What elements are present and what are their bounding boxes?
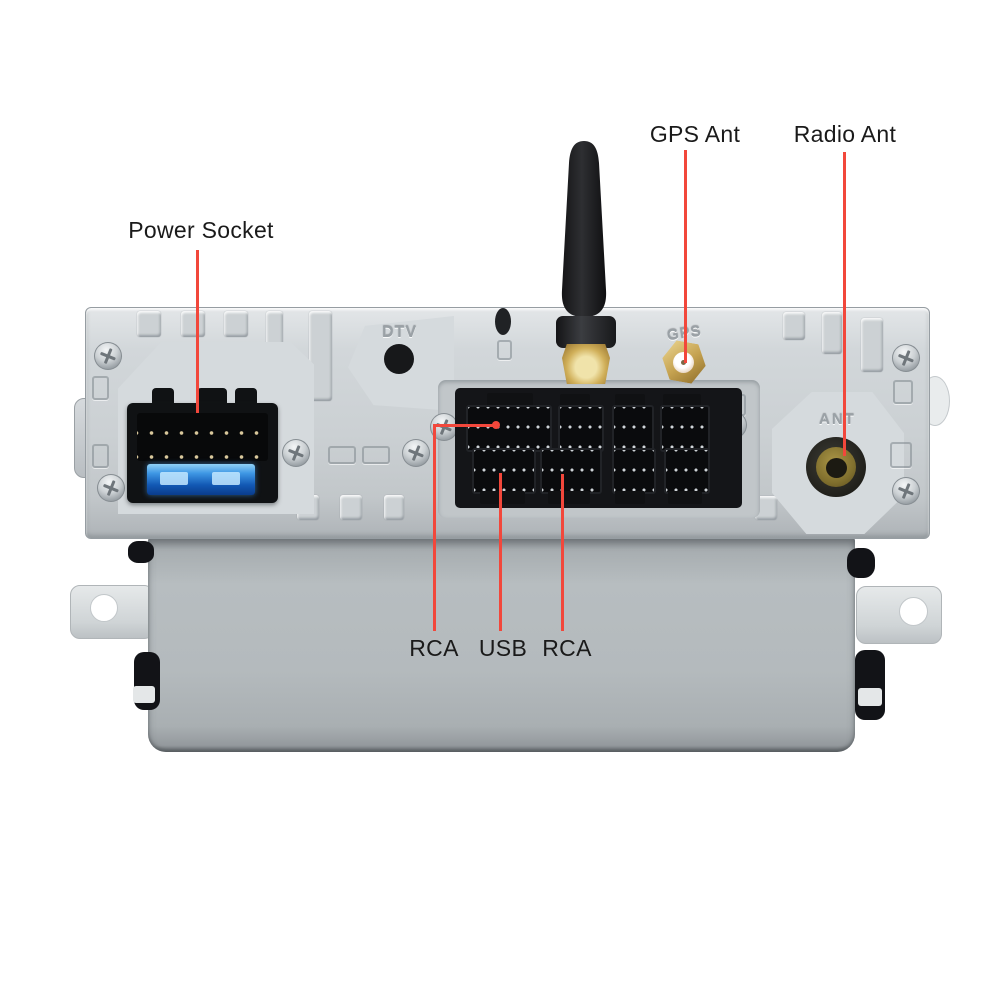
harness-connector-bottom-1 (472, 448, 536, 494)
connector-tab (668, 491, 702, 504)
vent-emboss (224, 311, 248, 337)
label-rca-left: RCA (409, 635, 459, 661)
harness-connector-block (455, 388, 742, 508)
antenna-collar (556, 316, 616, 348)
embossed-car-icon (362, 446, 390, 464)
harness-connector-top-2 (558, 405, 604, 452)
callout-line-gps-ant (684, 150, 687, 363)
dtv-marking: DTV (382, 324, 417, 341)
wifi-antenna (561, 141, 607, 317)
vent-emboss (783, 312, 805, 340)
fuse-holder-blue (147, 464, 255, 495)
vent-emboss (181, 311, 205, 337)
dtv-hole (384, 344, 414, 374)
chassis-tab-right (858, 688, 882, 706)
gps-sma-center (673, 352, 694, 373)
connector-tab (615, 491, 645, 504)
connector-tab (548, 491, 590, 504)
vent-emboss (309, 311, 332, 401)
power-socket-tab (235, 388, 257, 406)
connector-tab (480, 491, 525, 504)
vent-emboss (384, 495, 404, 520)
mounting-ear-left-hole (90, 594, 118, 622)
connector-tab (663, 394, 701, 406)
embossed-plug-icon (92, 444, 109, 468)
label-power-socket: Power Socket (128, 217, 274, 243)
harness-connector-bottom-4 (664, 448, 710, 494)
harness-connector-bottom-3 (612, 448, 656, 494)
harness-connector-top-4 (660, 405, 710, 452)
embossed-car-icon (328, 446, 356, 464)
chassis-clip-top-right (847, 548, 875, 578)
embossed-key-icon (893, 380, 913, 404)
callout-dot-rca-left (492, 421, 500, 429)
vent-emboss (340, 495, 362, 520)
label-usb: USB (478, 635, 528, 661)
harness-connector-top-3 (612, 405, 654, 452)
ant-marking: ANT (819, 411, 856, 428)
chassis-clip-top-left (128, 541, 154, 563)
harness-connector-top-1 (466, 405, 552, 452)
vent-emboss (755, 496, 777, 520)
callout-line-rca-left (433, 425, 436, 631)
callout-line-power-socket (196, 250, 199, 413)
connector-tab (487, 393, 533, 406)
chassis-tab-left (133, 686, 155, 703)
radio-ant-socket-hole (826, 458, 847, 478)
embossed-key-icon (890, 442, 912, 468)
label-gps-ant: GPS Ant (649, 121, 741, 147)
chassis-clip-bottom-right (855, 650, 885, 720)
connector-tab (560, 394, 590, 406)
callout-line-usb (499, 473, 502, 631)
connector-tab (615, 394, 645, 406)
harness-connector-bottom-2 (540, 448, 602, 494)
label-rca-right: RCA (542, 635, 592, 661)
callout-line-rca-right (561, 474, 564, 631)
label-radio-ant: Radio Ant (793, 121, 897, 147)
power-socket-tab (197, 388, 227, 406)
vent-emboss (861, 318, 883, 372)
mounting-ear-right-hole (899, 597, 928, 626)
callout-line-radio-ant (843, 152, 846, 456)
callout-line-rca-left-horizontal (433, 424, 497, 427)
embossed-lock-icon (497, 340, 512, 360)
power-socket-tab (152, 388, 174, 406)
power-socket-pins (137, 413, 268, 461)
embossed-plug-icon (92, 376, 109, 400)
vent-emboss (822, 312, 842, 354)
antenna-sma-connector (562, 344, 610, 384)
panel-oval-hole (495, 308, 511, 335)
vent-emboss (137, 311, 161, 337)
